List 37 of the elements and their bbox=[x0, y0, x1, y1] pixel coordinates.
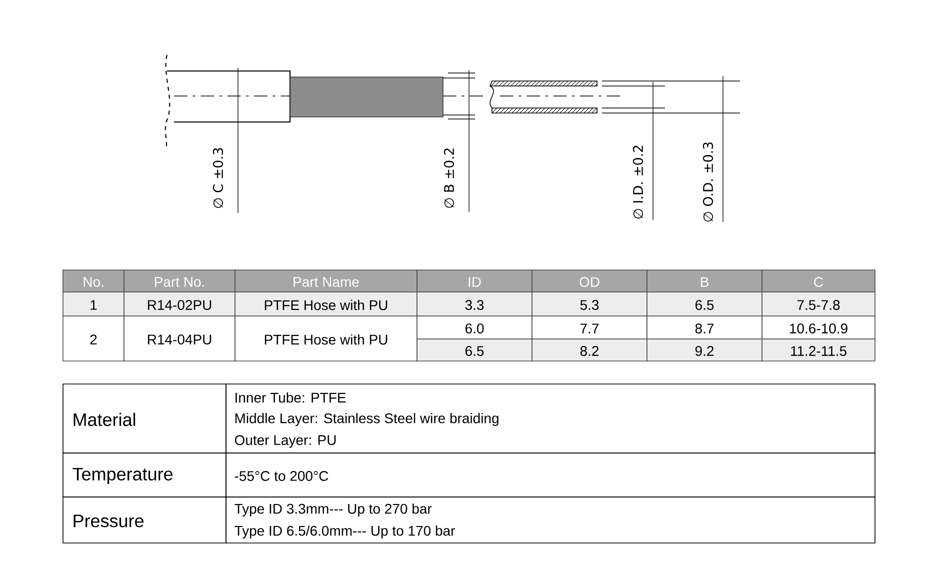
table-header-cell: ID bbox=[416, 270, 532, 292]
table-text: Inner Tube: PTFE bbox=[236, 392, 346, 403]
table-header-cell: Part Name bbox=[234, 270, 418, 292]
dimension-label: ∅ I.D. ±0.2 bbox=[632, 146, 644, 219]
table-cell: 11.2-11.5 bbox=[762, 338, 876, 362]
table-cell: 6.0 bbox=[416, 316, 532, 340]
table-text: Middle Layer: Stainless Steel wire braiding bbox=[235, 412, 498, 426]
table-cell: 6.5 bbox=[646, 292, 762, 316]
table-header-cell: Part No. bbox=[124, 270, 236, 292]
table-cell: 5.3 bbox=[532, 292, 648, 316]
table-cell: 2 bbox=[62, 316, 124, 362]
table-cell: 8.2 bbox=[532, 338, 648, 362]
table-cell: Temperature bbox=[62, 452, 226, 498]
table-text: Type ID 6.5/6.0mm--- Up to 170 bar bbox=[234, 525, 455, 539]
table-header-cell: B bbox=[646, 270, 762, 292]
table-cell: Material bbox=[62, 384, 226, 454]
dimension-label: ∅ O.D. ±0.3 bbox=[702, 142, 714, 222]
table-cell: Pressure bbox=[62, 496, 226, 544]
table-header-cell: OD bbox=[532, 270, 648, 292]
table-text: Type ID 3.3mm--- Up to 270 bar bbox=[234, 503, 432, 517]
table-text: -55°C to 200°C bbox=[234, 471, 328, 481]
table-cell: 7.7 bbox=[532, 316, 648, 340]
table-cell: R14-04PU bbox=[124, 316, 236, 362]
table-cell: 10.6-10.9 bbox=[762, 316, 876, 340]
table-cell: 8.7 bbox=[646, 316, 762, 340]
table-cell: 6.5 bbox=[416, 338, 532, 362]
table-text: Outer Layer: PU bbox=[234, 435, 336, 448]
table-header-cell: C bbox=[762, 270, 876, 292]
table-cell: R14-02PU bbox=[124, 292, 236, 316]
table-cell: 7.5-7.8 bbox=[762, 292, 876, 316]
table-cell: 9.2 bbox=[646, 338, 762, 362]
table-cell: 3.3 bbox=[416, 292, 532, 316]
table-header-cell: No. bbox=[62, 270, 124, 292]
table-cell: PTFE Hose with PU bbox=[234, 292, 418, 316]
table-cell: 1 bbox=[62, 292, 124, 316]
dimension-label: ∅ C ±0.3 bbox=[212, 148, 224, 208]
dimension-label: ∅ B ±0.2 bbox=[444, 148, 454, 208]
